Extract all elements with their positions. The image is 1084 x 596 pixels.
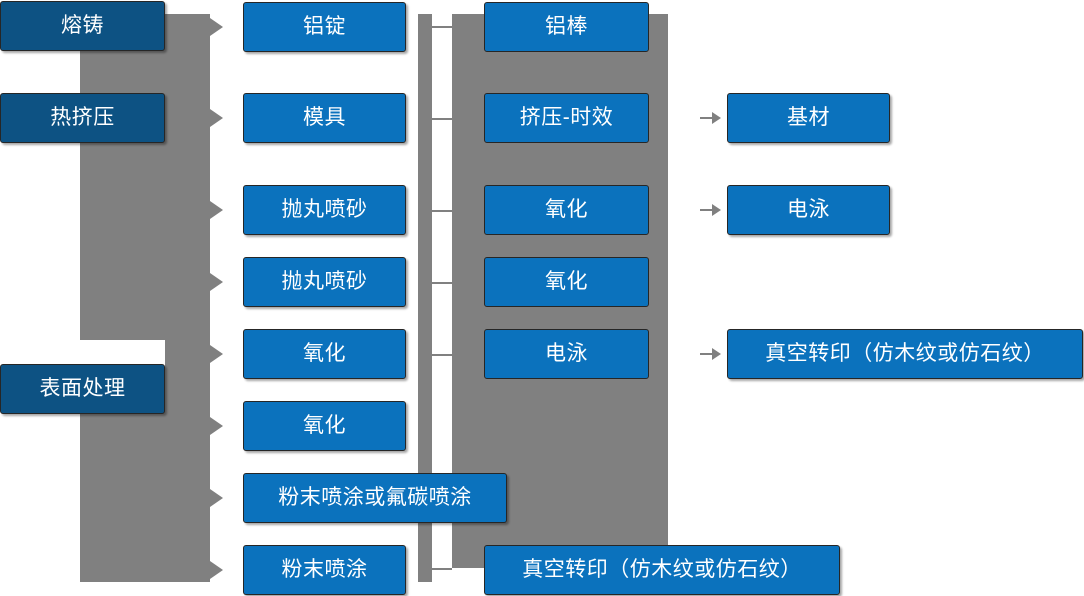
arrowhead-to-mold <box>210 109 223 127</box>
final-label-vacuum-transfer: 真空转印（仿木纹或仿石纹） <box>765 342 1045 366</box>
final-box-vacuum-transfer[interactable]: 真空转印（仿木纹或仿石纹） <box>727 329 1083 379</box>
process-box-powder-or-fluorocarbon[interactable]: 粉末喷涂或氟碳喷涂 <box>243 473 507 523</box>
stage-label-hot-extrusion: 热挤压 <box>50 106 115 130</box>
process-label-shot-blasting-1: 抛丸喷砂 <box>281 198 368 222</box>
stage-label-melt-cast: 熔铸 <box>61 14 104 38</box>
result-box-oxidation-2[interactable]: 氧化 <box>484 257 649 307</box>
arrow-head-to-electrophoresis <box>712 204 721 216</box>
stub-rail-4 <box>432 282 452 284</box>
process-box-oxidation-2[interactable]: 氧化 <box>243 401 406 451</box>
connector-process-rail-left <box>418 14 432 582</box>
process-box-powder-coating[interactable]: 粉末喷涂 <box>243 545 406 595</box>
stage-label-surface-treatment: 表面处理 <box>39 377 126 401</box>
arrowhead-to-powder-coating <box>210 561 223 579</box>
result-label-extrusion-aging: 挤压-时效 <box>519 106 614 130</box>
arrow-line-to-electrophoresis <box>700 209 716 211</box>
final-box-substrate[interactable]: 基材 <box>727 93 890 143</box>
final-box-electrophoresis[interactable]: 电泳 <box>727 185 890 235</box>
stub-rail-3 <box>432 210 452 212</box>
arrowhead-to-shot-blasting-1 <box>210 201 223 219</box>
stub-rail-2 <box>432 118 452 120</box>
result-label-electrophoresis: 电泳 <box>545 342 588 366</box>
stage-box-surface-treatment[interactable]: 表面处理 <box>0 364 165 414</box>
result-label-oxidation-2: 氧化 <box>545 270 588 294</box>
arrowhead-to-shot-blasting-2 <box>210 273 223 291</box>
process-box-mold[interactable]: 模具 <box>243 93 406 143</box>
stage-box-hot-extrusion[interactable]: 热挤压 <box>0 93 165 143</box>
arrowhead-to-aluminum-ingot <box>210 18 223 36</box>
arrow-line-to-vacuum-transfer <box>700 353 716 355</box>
result-box-vacuum-transfer-bottom[interactable]: 真空转印（仿木纹或仿石纹） <box>484 545 840 595</box>
process-label-powder-coating: 粉末喷涂 <box>281 558 368 582</box>
stub-rail-5 <box>432 354 452 356</box>
process-label-oxidation-2: 氧化 <box>303 414 346 438</box>
stub-rail-6 <box>432 568 452 570</box>
process-label-powder-or-fluorocarbon: 粉末喷涂或氟碳喷涂 <box>278 486 472 510</box>
stub-rail-1 <box>432 26 452 28</box>
result-box-oxidation-1[interactable]: 氧化 <box>484 185 649 235</box>
final-label-electrophoresis: 电泳 <box>787 198 830 222</box>
result-box-aluminum-rod[interactable]: 铝棒 <box>484 2 649 52</box>
process-box-shot-blasting-1[interactable]: 抛丸喷砂 <box>243 185 406 235</box>
arrow-head-to-vacuum-transfer <box>712 348 721 360</box>
connector-melt-cast-down <box>80 62 82 82</box>
connector-surface-treatment-stub <box>165 389 185 391</box>
arrowhead-to-oxidation-1 <box>210 345 223 363</box>
final-label-substrate: 基材 <box>787 106 830 130</box>
process-label-oxidation-1: 氧化 <box>303 342 346 366</box>
process-label-mold: 模具 <box>303 106 346 130</box>
arrowhead-to-powder-fluorocarbon <box>210 489 223 507</box>
result-label-aluminum-rod: 铝棒 <box>545 15 588 39</box>
result-label-oxidation-1: 氧化 <box>545 198 588 222</box>
arrowhead-to-oxidation-2 <box>210 417 223 435</box>
result-label-vacuum-transfer-bottom: 真空转印（仿木纹或仿石纹） <box>522 558 802 582</box>
process-label-shot-blasting-2: 抛丸喷砂 <box>281 270 368 294</box>
arrow-head-to-substrate <box>712 112 721 124</box>
result-box-electrophoresis[interactable]: 电泳 <box>484 329 649 379</box>
result-box-extrusion-aging[interactable]: 挤压-时效 <box>484 93 649 143</box>
stage-box-melt-cast[interactable]: 熔铸 <box>0 1 165 51</box>
arrow-line-to-substrate <box>700 117 716 119</box>
process-box-shot-blasting-2[interactable]: 抛丸喷砂 <box>243 257 406 307</box>
process-label-aluminum-ingot: 铝锭 <box>303 15 346 39</box>
process-box-oxidation-1[interactable]: 氧化 <box>243 329 406 379</box>
process-box-aluminum-ingot[interactable]: 铝锭 <box>243 2 406 52</box>
